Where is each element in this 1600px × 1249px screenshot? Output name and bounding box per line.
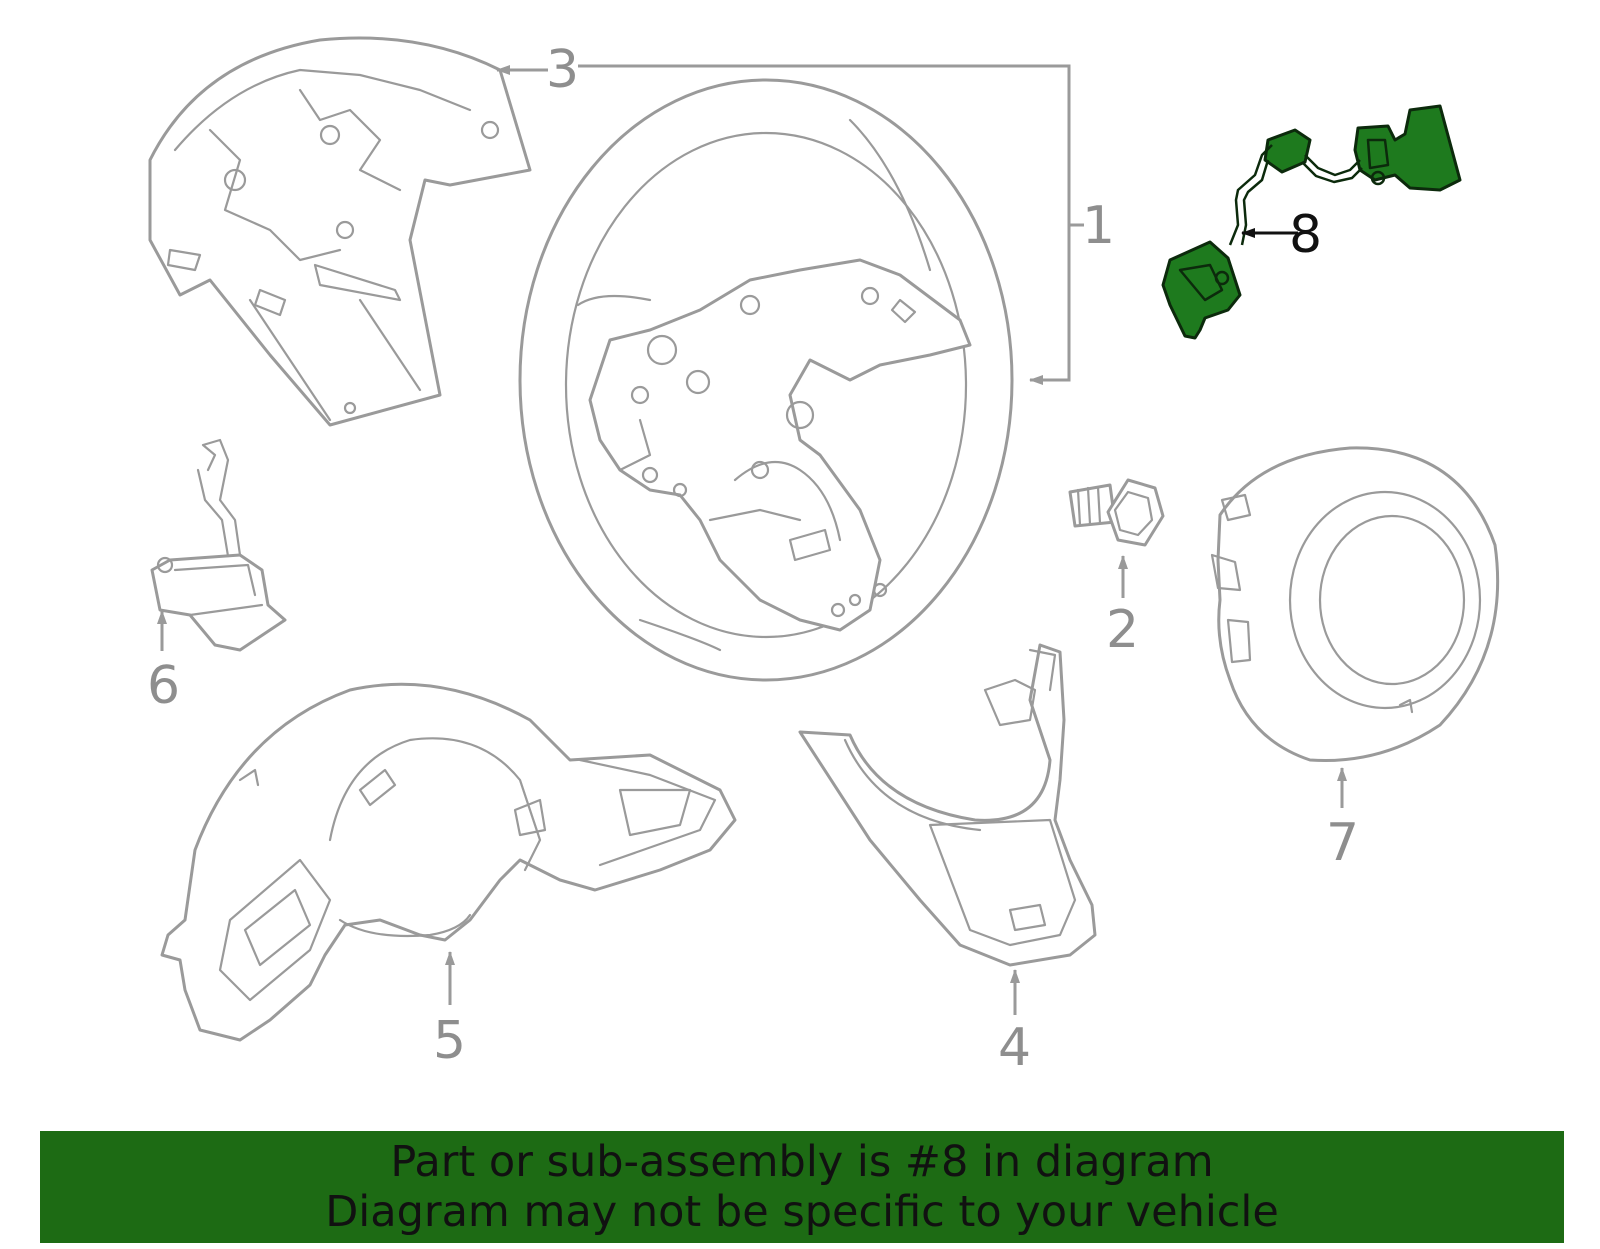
bracket-line bbox=[578, 64, 1071, 385]
callout-2: 2 bbox=[1106, 600, 1139, 660]
part-2-bolt bbox=[1068, 478, 1165, 547]
banner-line-2: Diagram may not be specific to your vehi… bbox=[325, 1187, 1279, 1237]
part-8-wire-harness bbox=[1161, 104, 1462, 340]
callout-8: 8 bbox=[1289, 205, 1322, 265]
part-7-airbag bbox=[1210, 446, 1500, 763]
info-banner: Part or sub-assembly is #8 in diagram Di… bbox=[40, 1131, 1564, 1243]
part-5-switch-set bbox=[160, 682, 737, 1042]
callout-5: 5 bbox=[433, 1011, 466, 1071]
callout-4: 4 bbox=[998, 1018, 1031, 1078]
part-6-switch-connector bbox=[150, 438, 287, 652]
callout-3: 3 bbox=[546, 40, 579, 100]
part-3-back-cover bbox=[148, 36, 532, 427]
callout-1: 1 bbox=[1082, 196, 1115, 256]
callout-7: 7 bbox=[1326, 813, 1359, 873]
part-4-lower-cover bbox=[798, 643, 1097, 967]
callout-6: 6 bbox=[147, 656, 180, 716]
part-1-steering-wheel bbox=[518, 78, 1014, 682]
banner-line-1: Part or sub-assembly is #8 in diagram bbox=[390, 1137, 1214, 1187]
